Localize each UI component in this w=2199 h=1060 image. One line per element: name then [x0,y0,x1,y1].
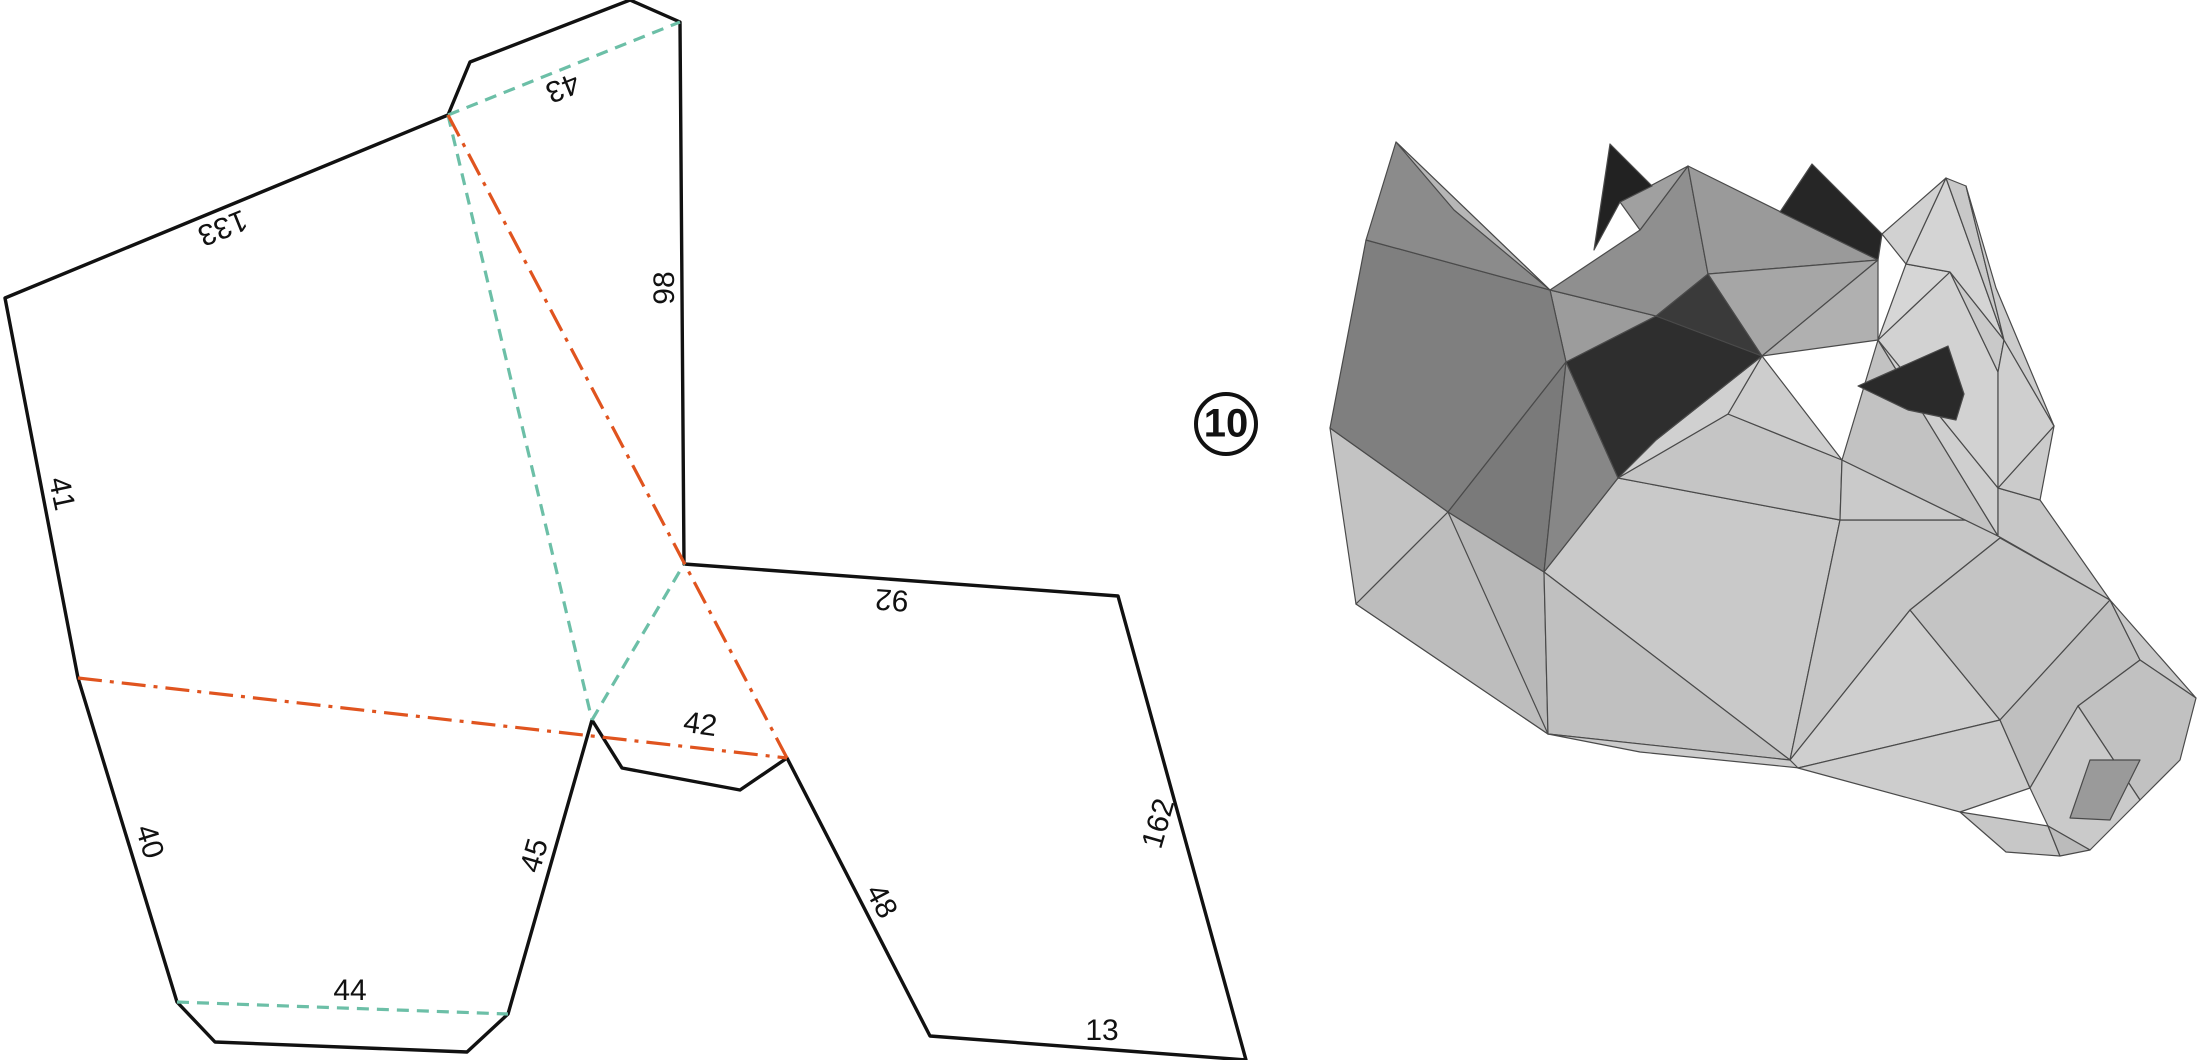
edge-label-middle: 42 [681,706,719,743]
valley-fold-bottom [176,1000,509,1016]
net-outline-left [3,0,1248,1060]
edge-label-bottom: 44 [333,974,366,1007]
low-poly-head-illustration [1329,141,2197,857]
edge-label-top-left: 133 [193,203,252,252]
edge-labels: 43 133 98 41 40 44 45 42 92 162 48 13 [42,66,1181,1047]
edge-label-right-top: 92 [874,582,910,617]
edge-label-lower-left: 40 [129,821,170,863]
edge-label-left: 41 [42,474,81,514]
valley-fold-top-tab [447,20,681,117]
edge-label-right-inner: 48 [859,879,904,924]
step-indicator: 10 [1194,392,1258,456]
papercraft-net [3,0,1248,1060]
edge-label-right-bottom: 13 [1085,1014,1118,1047]
edge-label-right-long: 162 [1136,795,1182,852]
mountain-fold-horizontal [77,676,788,760]
step-number: 10 [1204,402,1249,446]
valley-fold-short [590,563,686,721]
valley-fold-diagonal [446,114,594,721]
edge-label-top-tab: 43 [541,66,584,109]
edge-label-right-tall: 98 [648,271,681,304]
mountain-fold-long-diagonal [446,114,789,759]
